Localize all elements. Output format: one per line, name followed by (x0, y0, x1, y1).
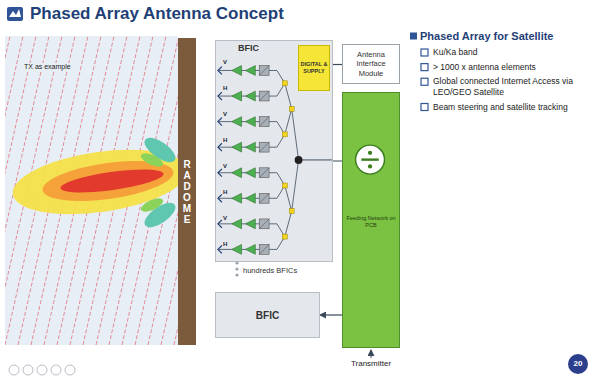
node-text: BFIC (256, 310, 279, 321)
signal-name: Transmitter (336, 359, 406, 368)
ellipsis-dots (235, 261, 238, 276)
bfic-chip: BFIC (215, 292, 320, 338)
page-number: 20 (568, 357, 588, 371)
bullet-item: > 1000 x antenna elements (433, 62, 593, 73)
interface-module-box: Antenna Interface Module (342, 44, 400, 84)
slide-title: Phased Array Antenna Concept (30, 4, 390, 24)
logo-icon (7, 7, 23, 21)
bullet-marks (410, 33, 428, 111)
node-text: RADOME (182, 159, 192, 225)
polarization-label: H (223, 241, 227, 247)
polarization-label: H (223, 137, 227, 143)
polarization-label: V (223, 111, 227, 117)
polarization-label: V (223, 163, 227, 169)
polarization-label: H (223, 85, 227, 91)
bfic-chip: BFICDIGITAL & SUPPLY (215, 40, 333, 262)
polarization-label: H (223, 189, 227, 195)
feeding-network-board: Feeding Network on PCB (342, 92, 400, 348)
node-text: Antenna Interface Module (345, 50, 397, 78)
digital-supply-box: DIGITAL & SUPPLY (298, 45, 330, 91)
polarization-label: V (223, 59, 227, 65)
page-badge (568, 354, 588, 374)
connector (320, 314, 342, 315)
bullet-heading: Phased Array for Satellite (420, 30, 596, 42)
bullet-item: Global connected Internet Access via LEO… (433, 76, 593, 97)
nav-icons (9, 365, 75, 375)
radome-band: RADOME (178, 38, 196, 345)
polarization-label: V (223, 215, 227, 221)
note-text: hundreds BFICs (243, 266, 297, 275)
bullet-item: Beam steering and satellite tracking (433, 102, 593, 113)
node-text: Feeding Network on PCB (346, 215, 396, 229)
bullet-item: Ku/Ka band (433, 47, 593, 58)
node-text: DIGITAL & SUPPLY (300, 61, 328, 75)
note-text: TX as example (22, 63, 73, 70)
